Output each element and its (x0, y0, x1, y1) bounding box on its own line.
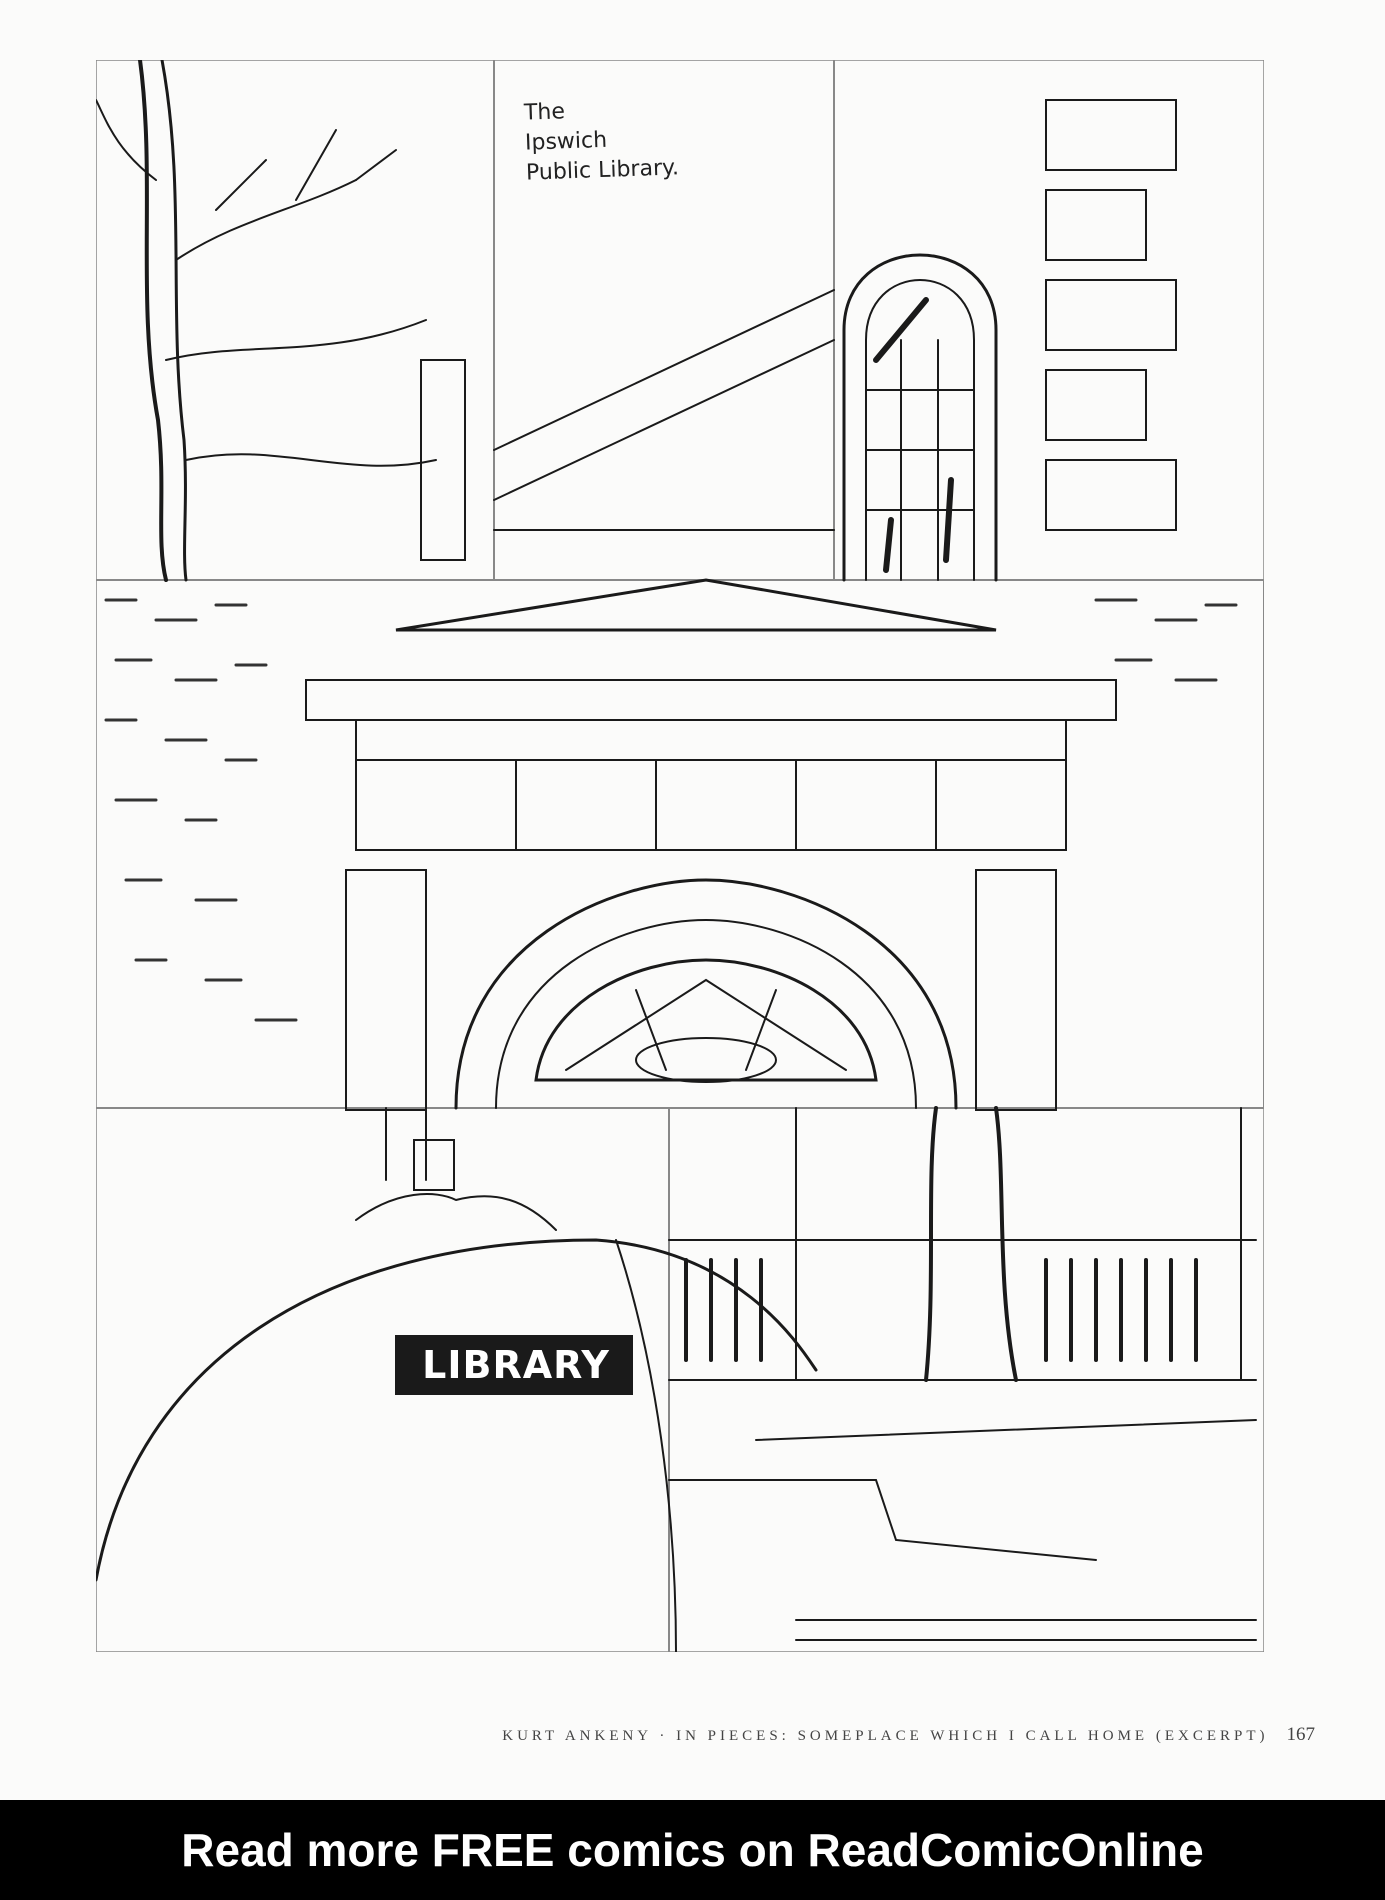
library-sign-text: LIBRARY (422, 1343, 610, 1387)
page-footer: KURT ANKENY · IN PIECES: SOMEPLACE WHICH… (502, 1724, 1315, 1746)
running-head: KURT ANKENY · IN PIECES: SOMEPLACE WHICH… (502, 1728, 1269, 1744)
promo-banner-text[interactable]: Read more FREE comics on ReadComicOnline (181, 1824, 1204, 1876)
page-number: 167 (1286, 1724, 1316, 1745)
comic-page: The Ipswich Public Library. LIBRARY KURT… (96, 60, 1315, 1746)
comic-artwork (96, 60, 1264, 1652)
library-sign-plate (395, 1335, 633, 1395)
hand-lettered-caption: The Ipswich Public Library. (523, 99, 680, 186)
pencil-sketch-library (96, 60, 1264, 1652)
panel-border (96, 60, 1264, 1652)
promo-banner[interactable]: Read more FREE comics on ReadComicOnline (0, 1800, 1385, 1900)
